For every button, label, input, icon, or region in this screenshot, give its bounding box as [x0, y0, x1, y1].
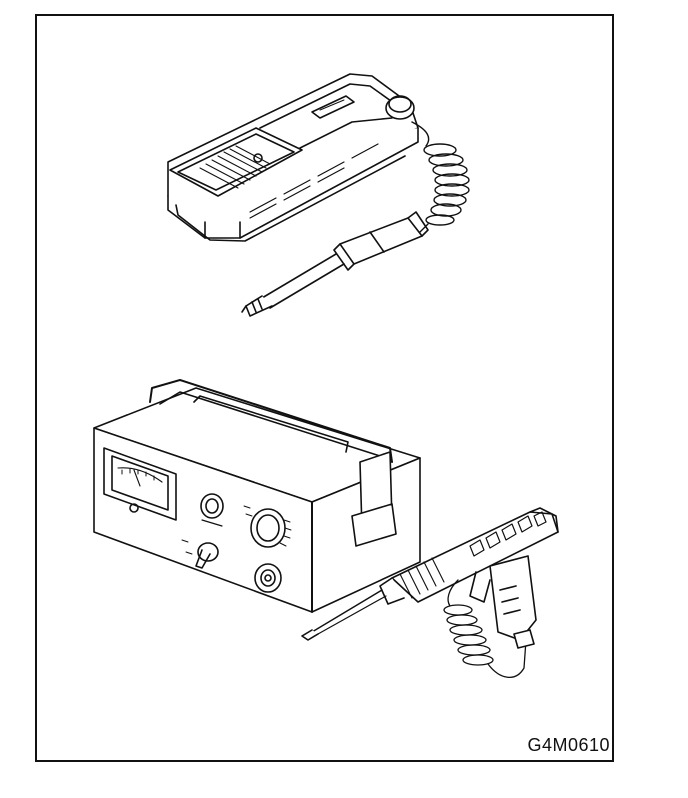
panel-knob-icon	[253, 153, 263, 163]
pistol-grip	[489, 555, 537, 641]
probe-gun	[301, 507, 559, 678]
control-knob	[200, 493, 224, 519]
illustration-frame	[35, 14, 614, 762]
probe-gun-coiled-cord	[443, 579, 527, 678]
strap-clip	[351, 503, 397, 547]
probe-jack	[254, 563, 282, 593]
figure-code-label: G4M0610	[527, 735, 610, 755]
speaker-grille	[199, 145, 271, 189]
top-dial-knob	[385, 96, 415, 120]
toggle-switch	[181, 539, 219, 569]
meter-needle	[133, 469, 141, 487]
label-plate	[311, 95, 355, 119]
meter-window	[103, 447, 177, 521]
range-dial	[243, 505, 292, 548]
probe-handle	[339, 217, 423, 265]
probe-tip	[245, 295, 273, 317]
coiled-cord	[411, 121, 470, 233]
bench-leak-tester	[93, 379, 421, 613]
handheld-leak-detector	[167, 73, 470, 317]
